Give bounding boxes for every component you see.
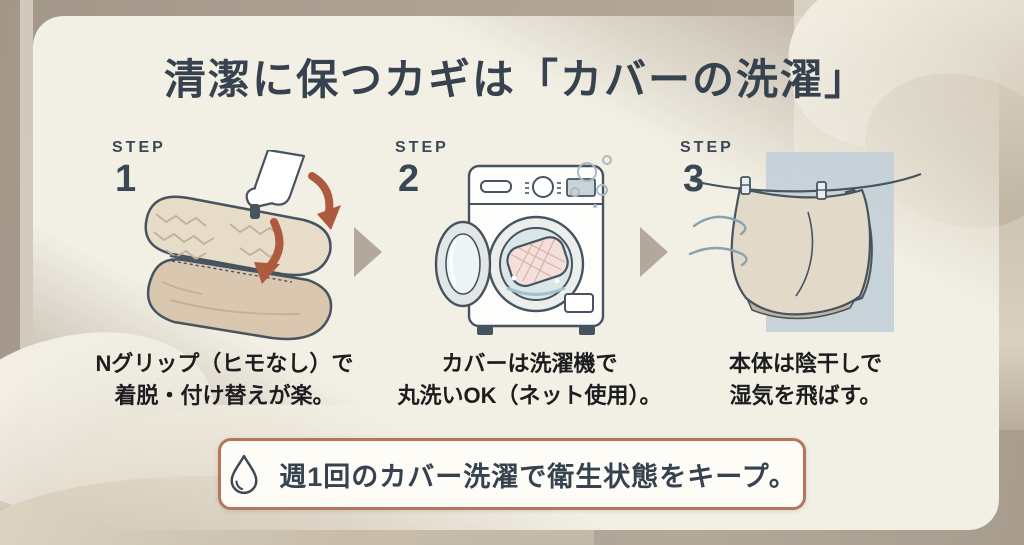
step-3-caption: 本体は陰干しで 湿気を飛ばす。	[648, 348, 963, 412]
step-1-header: STEP 1	[112, 139, 166, 200]
air-dry-illustration	[668, 150, 943, 340]
next-step-arrow	[354, 227, 382, 277]
step-2-number: 2	[398, 158, 420, 200]
washing-machine-illustration	[382, 154, 657, 344]
step-1-caption-line1: Nグリップ（ヒモなし）で	[95, 351, 354, 376]
page-title: 清潔に保つカギは「カバーの洗濯」	[163, 56, 868, 103]
step-1-label: STEP	[112, 139, 166, 156]
step-2-section: STEP 2	[392, 138, 667, 423]
step-3-header: STEP 3	[680, 139, 734, 200]
step-2-header: STEP 2	[395, 139, 449, 200]
step-3-label: STEP	[680, 139, 734, 156]
step-2-label: STEP	[395, 139, 449, 156]
step-3-caption-line1: 本体は陰干しで	[728, 351, 883, 376]
step-1-section: STEP 1	[87, 138, 362, 423]
step-3-section: STEP 3	[668, 138, 943, 423]
step-2-caption-line1: カバーは洗濯機で	[441, 351, 618, 376]
step-1-number: 1	[115, 158, 137, 200]
step-1-caption: Nグリップ（ヒモなし）で 着脱・付け替えが楽。	[67, 348, 382, 412]
water-drop-icon	[227, 452, 261, 496]
step-2-caption: カバーは洗濯機で 丸洗いOK（ネット使用）。	[372, 348, 687, 412]
step-3-number: 3	[683, 158, 705, 200]
step-3-caption-line2: 湿気を飛ばす。	[729, 382, 882, 408]
step-2-caption-line2: 丸洗いOK（ネット使用）。	[397, 382, 662, 408]
step-1-caption-line2: 着脱・付け替えが楽。	[114, 382, 335, 408]
next-step-arrow	[640, 227, 668, 277]
blanket-zipper-illustration	[99, 150, 374, 348]
hygiene-tip-banner: 週1回のカバー洗濯で衛生状態をキープ。	[218, 438, 806, 510]
hygiene-tip-text: 週1回のカバー洗濯で衛生状態をキープ。	[279, 461, 797, 492]
